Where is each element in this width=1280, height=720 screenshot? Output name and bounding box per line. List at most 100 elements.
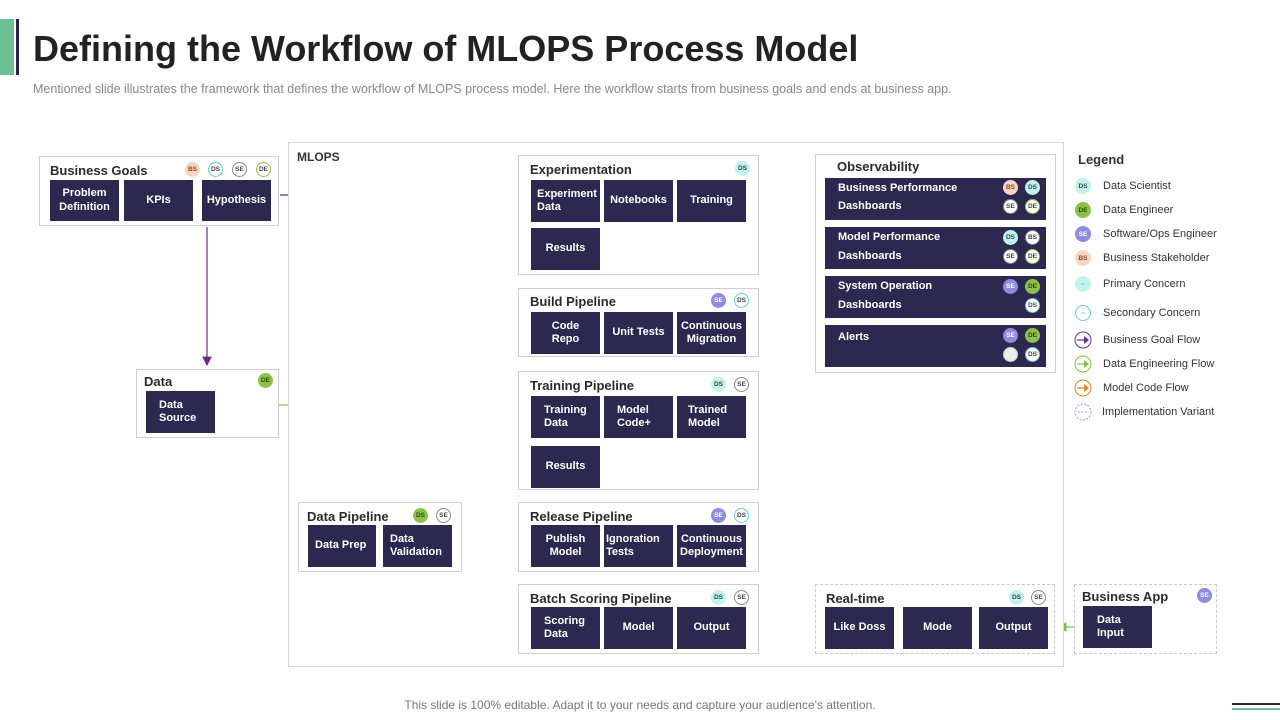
legend-implementation-variant-icon xyxy=(1074,403,1092,421)
business-goals-group: Business Goals BS DS SE DE Problem Defin… xyxy=(39,156,279,226)
publish-model-box: Publish Model xyxy=(531,525,600,567)
business-performance-dashboard: Business Performance Dashboards BS DS SE… xyxy=(825,178,1046,220)
training-box: Training xyxy=(677,180,746,222)
legend-business-stakeholder-icon: BS xyxy=(1075,250,1091,266)
data-input-box: Data Input xyxy=(1083,606,1152,648)
corner-decoration-green xyxy=(1232,708,1280,710)
legend-implementation-variant-label: Implementation Variant xyxy=(1102,406,1215,418)
ignoration-tests-box: Ignoration Tests xyxy=(604,525,673,567)
model-box: Model xyxy=(604,607,673,649)
badge-data-scientist: DS xyxy=(1025,347,1040,362)
badge-data-engineer: DE xyxy=(258,373,273,388)
badge-data-scientist: DS xyxy=(711,590,726,605)
legend-primary-concern-icon: -- xyxy=(1075,276,1091,292)
badge-software-engineer: SE xyxy=(734,590,749,605)
notebooks-box: Notebooks xyxy=(604,180,673,222)
legend-data-engineer-label: Data Engineer xyxy=(1103,204,1174,216)
legend-model-code-flow-label: Model Code Flow xyxy=(1103,382,1189,394)
footer-note: This slide is 100% editable. Adapt it to… xyxy=(404,698,876,712)
badge-software-engineer: SE xyxy=(1197,588,1212,603)
data-prep-box: Data Prep xyxy=(308,525,376,567)
experimentation-group: Experimentation DS Experiment Data Noteb… xyxy=(518,155,759,275)
badge-data-scientist: DS xyxy=(208,162,223,177)
page-subtitle: Mentioned slide illustrates the framewor… xyxy=(33,82,952,96)
legend-business-goal-flow-icon xyxy=(1074,331,1092,349)
training-pipeline-group: Training Pipeline DS SE Training Data Mo… xyxy=(518,371,759,490)
business-goals-title: Business Goals xyxy=(50,163,148,178)
unit-tests-box: Unit Tests xyxy=(604,312,673,354)
code-repo-box: Code Repo xyxy=(531,312,600,354)
badge-data-scientist: DS xyxy=(413,508,428,523)
badge-data-scientist: DS xyxy=(735,161,750,176)
badge-business-stakeholder: BS xyxy=(1003,180,1018,195)
legend-model-code-flow-icon xyxy=(1074,379,1092,397)
legend-title: Legend xyxy=(1078,152,1125,167)
data-pipeline-group: Data Pipeline DS SE Data Prep Data Valid… xyxy=(298,502,462,572)
badge-business-stakeholder: BS xyxy=(185,162,200,177)
badge-software-engineer: SE xyxy=(711,293,726,308)
badge-software-engineer: SE xyxy=(1031,590,1046,605)
legend-business-goal-flow-label: Business Goal Flow xyxy=(1103,334,1201,346)
like-doss-box: Like Doss xyxy=(825,607,894,649)
data-validation-box: Data Validation xyxy=(383,525,452,567)
data-title: Data xyxy=(144,374,173,389)
badge-blank xyxy=(1003,347,1018,362)
batch-scoring-group: Batch Scoring Pipeline DS SE Scoring Dat… xyxy=(518,584,759,654)
badge-data-scientist: DS xyxy=(711,377,726,392)
legend-data-engineer-icon: DE xyxy=(1075,202,1091,218)
mlops-label: MLOPS xyxy=(297,150,340,164)
observability-group: Observability Business Performance Dashb… xyxy=(815,154,1056,373)
model-performance-dashboard: Model Performance Dashboards DS BS SE DE xyxy=(825,227,1046,269)
page-title: Defining the Workflow of MLOPS Process M… xyxy=(33,28,859,69)
build-pipeline-group: Build Pipeline SE DS Code Repo Unit Test… xyxy=(518,288,759,357)
badge-business-stakeholder: BS xyxy=(1025,230,1040,245)
badge-data-scientist: DS xyxy=(1025,298,1040,313)
title-accent-bar xyxy=(0,19,14,75)
mode-box: Mode xyxy=(903,607,972,649)
badge-software-engineer: SE xyxy=(232,162,247,177)
system-operation-dashboard: System Operation Dashboards SE DE DS xyxy=(825,276,1046,318)
model-code-box: Model Code+ xyxy=(604,396,673,438)
problem-definition-box: Problem Definition xyxy=(50,180,119,221)
release-pipeline-group: Release Pipeline SE DS Publish Model Ign… xyxy=(518,502,759,572)
corner-decoration-dark xyxy=(1232,703,1280,705)
business-app-group: Business App SE Data Input xyxy=(1074,584,1217,654)
continuous-migration-box: Continuous Migration xyxy=(677,312,746,354)
experiment-data-box: Experiment Data xyxy=(531,180,600,222)
badge-software-engineer: SE xyxy=(1003,279,1018,294)
build-pipeline-title: Build Pipeline xyxy=(530,294,616,309)
title-accent-line xyxy=(16,19,19,75)
legend-software-engineer-label: Software/Ops Engineer xyxy=(1103,228,1217,240)
badge-software-engineer: SE xyxy=(1003,249,1018,264)
training-data-box: Training Data xyxy=(531,396,600,438)
badge-data-engineer: DE xyxy=(1025,279,1040,294)
badge-data-scientist: DS xyxy=(734,508,749,523)
legend-business-stakeholder-label: Business Stakeholder xyxy=(1103,252,1210,264)
legend-primary-concern-label: Primary Concern xyxy=(1103,278,1186,290)
badge-software-engineer: SE xyxy=(711,508,726,523)
legend-data-engineering-flow-label: Data Engineering Flow xyxy=(1103,358,1215,370)
badge-data-scientist: DS xyxy=(1003,230,1018,245)
badge-data-scientist: DS xyxy=(734,293,749,308)
results-box: Results xyxy=(531,228,600,270)
badge-software-engineer: SE xyxy=(734,377,749,392)
alerts-dashboard: Alerts SE DE DS xyxy=(825,325,1046,367)
legend-secondary-concern-label: Secondary Concern xyxy=(1103,307,1201,319)
output-box: Output xyxy=(677,607,746,649)
data-group: Data DE Data Source xyxy=(136,369,279,438)
legend-data-scientist-label: Data Scientist xyxy=(1103,180,1171,192)
observability-title: Observability xyxy=(837,159,920,174)
legend-data-engineering-flow-icon xyxy=(1074,355,1092,373)
training-pipeline-title: Training Pipeline xyxy=(530,378,635,393)
legend-data-scientist-icon: DS xyxy=(1075,178,1091,194)
badge-data-scientist: DS xyxy=(1009,590,1024,605)
output-box: Output xyxy=(979,607,1048,649)
release-pipeline-title: Release Pipeline xyxy=(530,509,633,524)
realtime-title: Real-time xyxy=(826,591,885,606)
realtime-group: Real-time DS SE Like Doss Mode Output xyxy=(815,584,1055,654)
trained-model-box: Trained Model xyxy=(677,396,746,438)
data-pipeline-title: Data Pipeline xyxy=(307,509,389,524)
badge-software-engineer: SE xyxy=(1003,199,1018,214)
business-app-title: Business App xyxy=(1082,589,1169,604)
badge-data-engineer: DE xyxy=(1025,199,1040,214)
